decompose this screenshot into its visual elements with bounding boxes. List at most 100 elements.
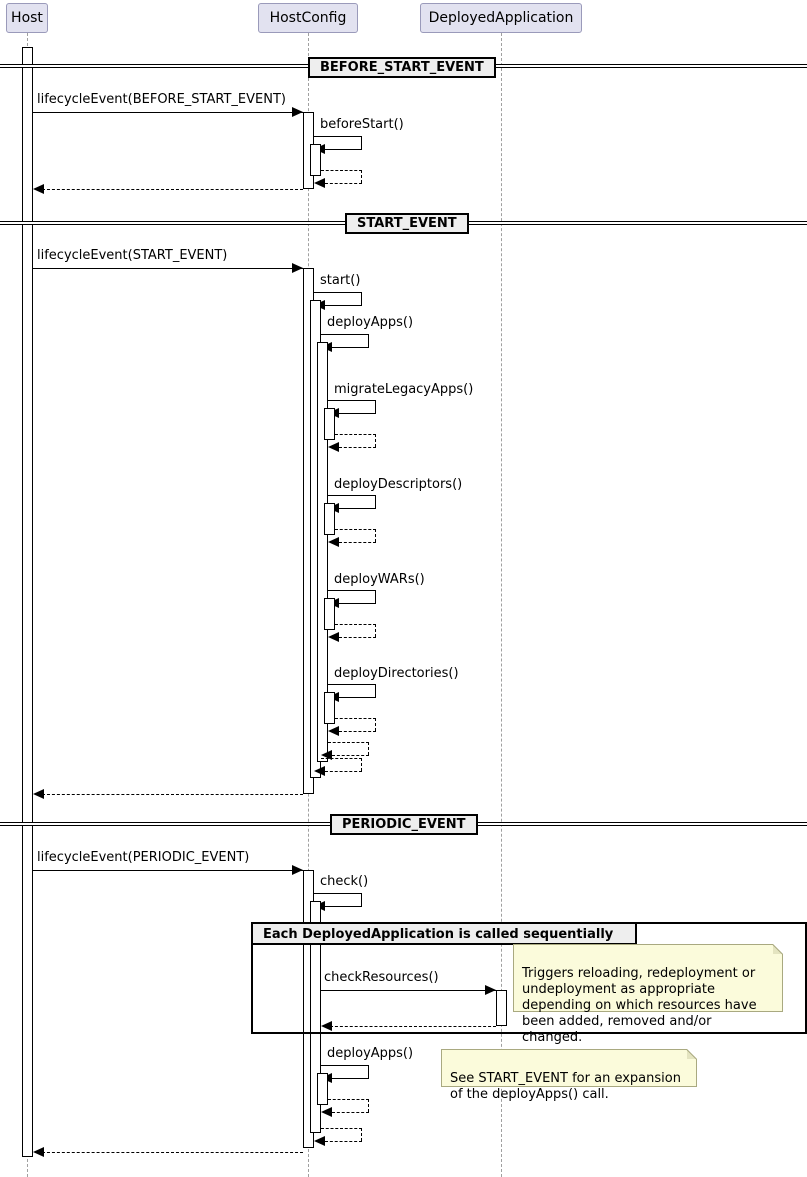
return-vline-start-self — [361, 758, 362, 771]
return-line-deploy-apps-bottom — [332, 755, 369, 756]
return-line-migrate-legacy-apps-bottom — [339, 447, 376, 448]
arrowhead-return-start-self — [314, 766, 325, 776]
arrowhead-return-before-start — [33, 184, 44, 194]
message-line-deploy-descriptors-top — [328, 495, 376, 496]
message-vline-migrate-legacy-apps — [375, 400, 376, 413]
activation-deployedapplication-check-resources — [496, 990, 507, 1026]
message-line-deploy-directories-top — [328, 684, 376, 685]
return-line-periodic — [42, 1152, 303, 1153]
message-label-deploy-directories: deployDirectories() — [334, 666, 459, 681]
message-vline-check-self — [361, 893, 362, 906]
arrowhead-lifecycle-before-start — [292, 107, 303, 117]
activation-hostconfig-deploy-descriptors-l4 — [324, 503, 335, 535]
return-line-migrate-legacy-apps-top — [335, 434, 376, 435]
return-vline-before-start-self — [361, 170, 362, 183]
message-line-deploy-apps-periodic-bottom — [332, 1078, 369, 1079]
return-line-check-self-top — [321, 1128, 362, 1129]
return-line-before-start-self-top — [321, 170, 362, 171]
arrowhead-return-check-resources — [321, 1021, 332, 1031]
activation-hostconfig-deploy-apps-periodic-l3 — [317, 1073, 328, 1105]
divider-label-periodic: PERIODIC_EVENT — [330, 814, 478, 835]
message-vline-deploy-descriptors — [375, 495, 376, 508]
divider-label-start: START_EVENT — [345, 213, 469, 234]
message-vline-start-self — [361, 292, 362, 305]
message-line-deploy-apps-periodic-top — [321, 1065, 369, 1066]
message-vline-deploy-wars — [375, 590, 376, 603]
return-line-deploy-apps-periodic-top — [328, 1099, 369, 1100]
arrowhead-return-migrate-legacy-apps — [328, 442, 339, 452]
arrowhead-check-resources — [485, 985, 496, 995]
activation-hostconfig-migrate-legacy-l4 — [324, 408, 335, 440]
message-vline-deploy-apps — [368, 334, 369, 347]
message-line-migrate-legacy-apps-top — [328, 400, 376, 401]
message-label-before-start-self: beforeStart() — [320, 117, 404, 132]
arrowhead-return-deploy-wars — [328, 632, 339, 642]
message-line-deploy-descriptors-bottom — [339, 508, 376, 509]
note-deploy-apps: See START_EVENT for an expansion of the … — [441, 1049, 697, 1102]
message-label-lifecycle-periodic: lifecycleEvent(PERIODIC_EVENT) — [37, 850, 250, 865]
group-sequential-frame — [251, 922, 807, 1034]
message-line-deploy-wars-bottom — [339, 603, 376, 604]
activation-hostconfig-deploy-wars-l4 — [324, 598, 335, 630]
return-line-start-self-top — [321, 758, 362, 759]
return-line-check-resources — [330, 1026, 496, 1027]
return-line-deploy-directories-bottom — [339, 731, 376, 732]
return-line-deploy-directories-top — [335, 718, 376, 719]
return-line-check-self-bottom — [325, 1141, 362, 1142]
message-line-lifecycle-before-start — [33, 112, 303, 113]
return-line-deploy-descriptors-top — [335, 529, 376, 530]
return-line-before-start — [42, 189, 303, 190]
divider-label-before-start: BEFORE_START_EVENT — [308, 57, 496, 78]
arrowhead-return-start — [33, 789, 44, 799]
message-line-check-resources — [321, 990, 496, 991]
message-label-check-resources: checkResources() — [324, 970, 439, 985]
arrowhead-return-deploy-descriptors — [328, 537, 339, 547]
message-line-lifecycle-periodic — [33, 870, 303, 871]
message-line-start-self-top — [314, 292, 362, 293]
return-line-deploy-descriptors-bottom — [339, 542, 376, 543]
message-line-lifecycle-start — [33, 268, 303, 269]
return-vline-migrate-legacy-apps — [375, 434, 376, 447]
activation-hostconfig-check-l2 — [310, 901, 321, 1133]
message-label-migrate-legacy-apps: migrateLegacyApps() — [334, 382, 474, 397]
return-vline-deploy-directories — [375, 718, 376, 731]
activation-host-root — [22, 47, 33, 1157]
message-label-lifecycle-start: lifecycleEvent(START_EVENT) — [37, 248, 228, 263]
arrowhead-return-check-self — [314, 1136, 325, 1146]
return-vline-deploy-descriptors — [375, 529, 376, 542]
return-vline-deploy-wars — [375, 624, 376, 637]
message-label-start-self: start() — [320, 273, 361, 288]
message-vline-deploy-apps-periodic — [368, 1065, 369, 1078]
arrowhead-return-deploy-apps — [321, 750, 332, 760]
participant-hostconfig[interactable]: HostConfig — [258, 3, 358, 33]
message-line-deploy-apps-bottom — [332, 347, 369, 348]
message-line-start-self-bottom — [325, 305, 362, 306]
note-deploy-apps-fold — [687, 1049, 697, 1059]
activation-hostconfig-deploy-directories-l4 — [324, 692, 335, 724]
return-vline-check-self — [361, 1128, 362, 1141]
message-line-deploy-apps-top — [321, 334, 369, 335]
participant-deployedapplication[interactable]: DeployedApplication — [420, 3, 582, 33]
message-line-deploy-directories-bottom — [339, 697, 376, 698]
participant-hostconfig-label: HostConfig — [269, 10, 347, 26]
return-line-deploy-apps-top — [328, 742, 369, 743]
return-line-before-start-self-bottom — [325, 183, 362, 184]
message-label-deploy-descriptors: deployDescriptors() — [334, 477, 463, 492]
return-line-start — [42, 794, 303, 795]
message-vline-deploy-directories — [375, 684, 376, 697]
arrowhead-return-before-start-self — [314, 178, 325, 188]
participant-host-label: Host — [11, 10, 43, 26]
return-line-start-self-bottom — [325, 771, 362, 772]
message-line-before-start-self-top — [314, 136, 362, 137]
message-line-check-self-top — [314, 893, 362, 894]
arrowhead-lifecycle-start — [292, 263, 303, 273]
lifeline-deployedapplication — [501, 33, 502, 1177]
message-vline-before-start-self — [361, 136, 362, 149]
return-vline-deploy-apps — [368, 742, 369, 755]
message-line-deploy-wars-top — [328, 590, 376, 591]
activation-hostconfig-deploy-apps-l3 — [317, 342, 328, 762]
participant-host[interactable]: Host — [6, 3, 48, 33]
message-line-migrate-legacy-apps-bottom — [339, 413, 376, 414]
note-check-resources: Triggers reloading, redeployment or unde… — [513, 944, 783, 1045]
